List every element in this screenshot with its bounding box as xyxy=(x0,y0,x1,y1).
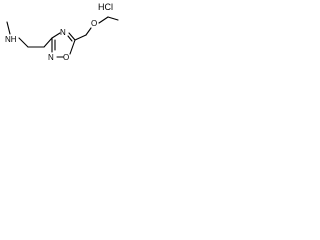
bond-methyl-nh xyxy=(6,21,11,35)
bond-c5-ch2 xyxy=(74,34,87,41)
ring-bond-c3-n xyxy=(51,32,61,39)
ether-oxygen-label: O xyxy=(91,19,97,28)
ring-bond-n-c5 xyxy=(68,32,76,41)
ring-double-bond-inner-2 xyxy=(67,35,73,42)
hydrochloride-label: HCl xyxy=(98,2,113,12)
bond-nh-ch2 xyxy=(18,37,29,48)
ring-bond-c5-o xyxy=(69,39,76,55)
amine-label: NH xyxy=(5,35,17,44)
chemical-structure-diagram: NH N O N O HCl xyxy=(5,2,119,62)
bond-ch2-ring xyxy=(43,37,53,48)
bond-ethyl xyxy=(107,16,119,21)
ring-oxygen-label: O xyxy=(63,53,69,62)
ring-nitrogen-top-label: N xyxy=(60,28,66,37)
bond-ch2-ether-o xyxy=(85,27,92,36)
ring-nitrogen-bottom-label: N xyxy=(48,53,54,62)
bond-ether-o-ch2 xyxy=(98,16,109,24)
